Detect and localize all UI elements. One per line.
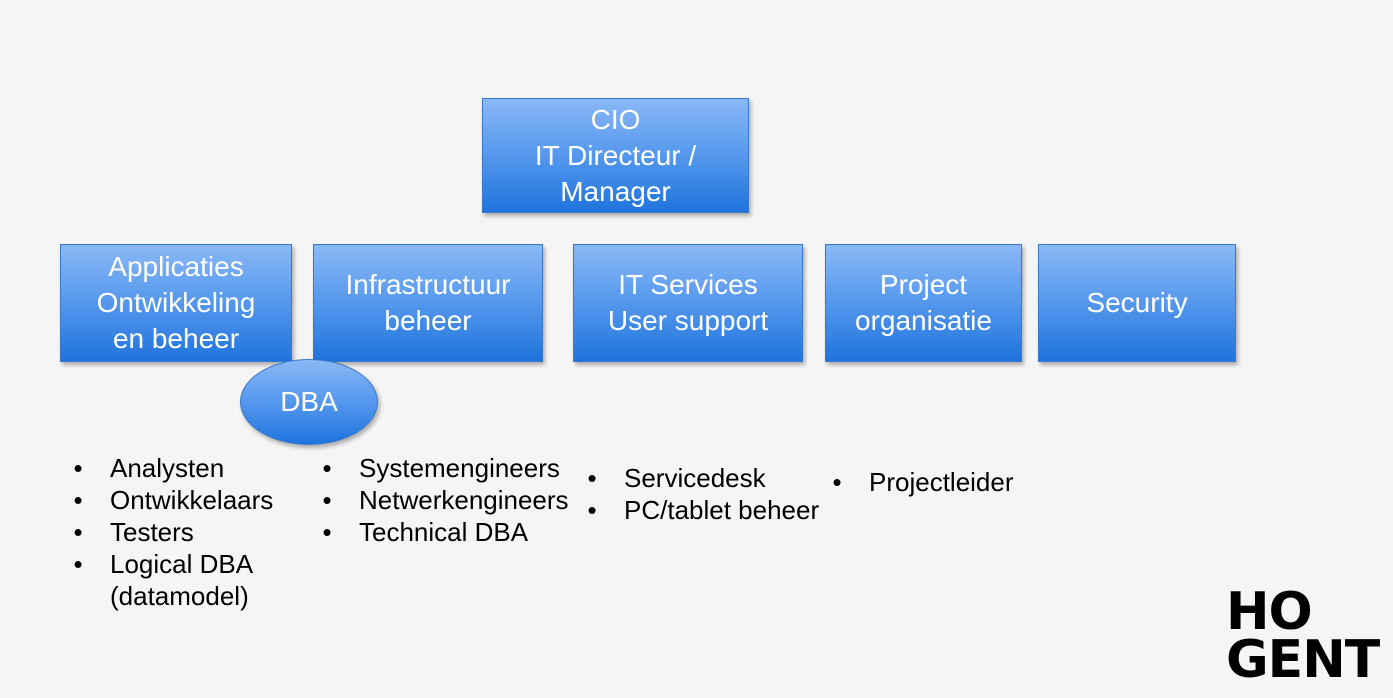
node-security: Security (1038, 244, 1236, 362)
node-dba: DBA (240, 359, 378, 445)
node-security-line: Security (1086, 287, 1188, 318)
list-item-text: Servicedesk (624, 463, 766, 493)
bullet-icon: • (587, 495, 597, 525)
node-infrastructuur-line: Infrastructuur (345, 269, 511, 300)
list-it-services-roles: • Servicedesk • PC/tablet beheer (586, 462, 819, 526)
list-item-text: PC/tablet beheer (624, 495, 820, 525)
node-project: Project organisatie (825, 244, 1022, 362)
node-cio-line: CIO (590, 103, 641, 135)
bullet-icon: • (322, 453, 332, 483)
node-it-services: IT Services User support (573, 244, 803, 362)
list-item: • Ontwikkelaars (72, 484, 273, 516)
list-item: • Analysten (72, 452, 273, 484)
node-cio-line: IT Directeur / (534, 139, 697, 171)
list-item-text: Projectleider (869, 467, 1014, 497)
logo-line: GENT (1226, 630, 1380, 690)
list-item-text: Netwerkengineers (359, 485, 569, 515)
list-item-text: Technical DBA (359, 517, 529, 547)
bullet-icon: • (73, 517, 83, 547)
node-applicaties-line: Ontwikkeling (96, 287, 256, 318)
list-item: • Logical DBA (datamodel) (72, 548, 273, 612)
list-item-text: Ontwikkelaars (110, 485, 274, 515)
node-applicaties-line: en beheer (112, 323, 240, 354)
bullet-icon: • (322, 517, 332, 547)
node-cio-line: Manager (560, 175, 671, 207)
node-applicaties-line: Applicaties (108, 251, 244, 282)
list-item: • Technical DBA (321, 516, 569, 548)
node-cio: CIO IT Directeur / Manager (482, 98, 749, 213)
bullet-icon: • (322, 485, 332, 515)
list-item: • Testers (72, 516, 273, 548)
bullet-icon: • (73, 549, 83, 579)
list-item: • Systemengineers (321, 452, 569, 484)
node-infrastructuur-line: beheer (384, 305, 472, 336)
list-item: • PC/tablet beheer (586, 494, 819, 526)
list-item: • Projectleider (831, 466, 1014, 498)
list-item-text: Analysten (110, 453, 225, 483)
node-applicaties: Applicaties Ontwikkeling en beheer (60, 244, 292, 362)
bullet-icon: • (832, 467, 842, 497)
node-it-services-line: IT Services (618, 269, 758, 300)
node-project-line: organisatie (855, 305, 992, 336)
bullet-icon: • (73, 485, 83, 515)
list-item-text: Logical DBA (datamodel) (110, 549, 254, 611)
list-item: • Servicedesk (586, 462, 819, 494)
node-dba-label: DBA (280, 386, 338, 417)
list-project-roles: • Projectleider (831, 466, 1014, 498)
list-item: • Netwerkengineers (321, 484, 569, 516)
node-infrastructuur: Infrastructuur beheer (313, 244, 543, 362)
bullet-icon: • (587, 463, 597, 493)
list-item-text: Systemengineers (359, 453, 560, 483)
node-project-line: Project (879, 269, 968, 300)
bullet-icon: • (73, 453, 83, 483)
logo-line: HO (1226, 582, 1313, 642)
list-applicaties-roles: • Analysten • Ontwikkelaars • Testers • Logi… (72, 452, 273, 612)
node-it-services-line: User support (607, 305, 769, 336)
list-infrastructuur-roles: • Systemengineers • Netwerkengineers • Tech… (321, 452, 569, 548)
list-item-text: Testers (110, 517, 194, 547)
hogent-logo: HO GENT (1226, 582, 1380, 690)
